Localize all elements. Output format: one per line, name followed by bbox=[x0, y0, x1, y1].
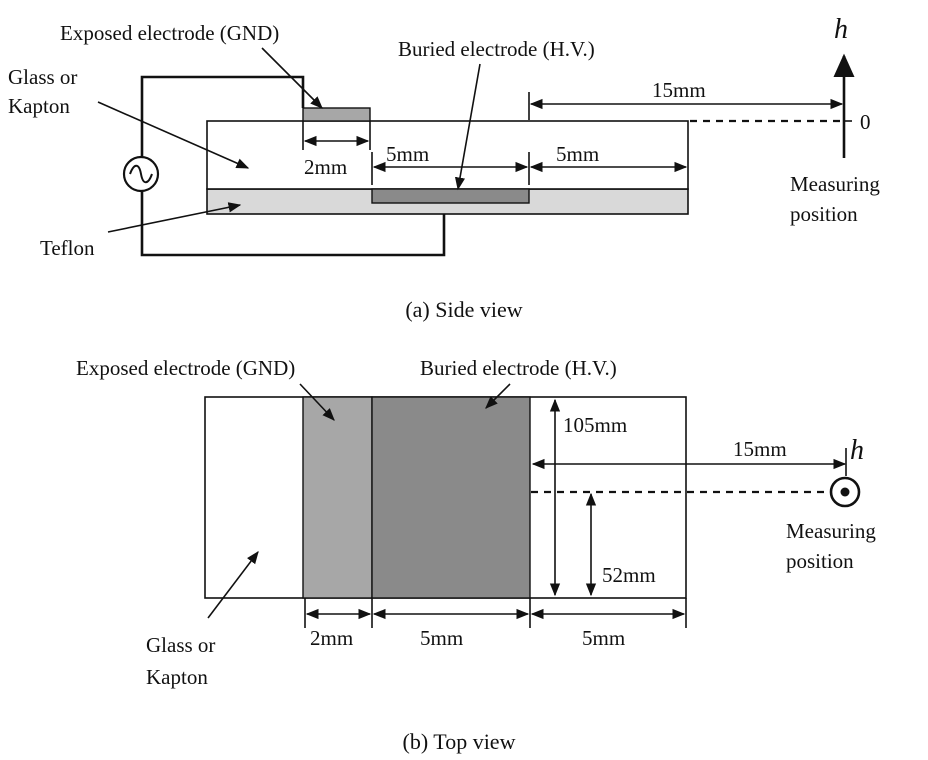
top-view: Exposed electrode (GND) Buried electrode… bbox=[76, 356, 876, 754]
dimension-label-105mm: 105mm bbox=[563, 413, 627, 437]
leader-buried-electrode bbox=[485, 383, 511, 409]
buried-electrode-label: Buried electrode (H.V.) bbox=[420, 356, 617, 380]
measuring-position-label: position bbox=[786, 549, 854, 573]
dielectric-layer bbox=[206, 120, 689, 190]
h-axis-label: h bbox=[834, 14, 848, 45]
side-view: Exposed electrode (GND) Buried electrode… bbox=[8, 14, 880, 322]
hv-wire bbox=[140, 190, 446, 257]
leader-exposed-electrode bbox=[299, 383, 335, 421]
exposed-electrode bbox=[302, 107, 371, 122]
exposed-electrode-label: Exposed electrode (GND) bbox=[76, 356, 295, 380]
buried-electrode bbox=[371, 396, 531, 599]
leader-dielectric bbox=[97, 101, 250, 169]
dimension-label-52mm: 52mm bbox=[602, 563, 656, 587]
dielectric-label: Kapton bbox=[146, 665, 208, 689]
leader-teflon bbox=[107, 202, 242, 233]
leader-dielectric bbox=[207, 550, 259, 619]
dimension-label-5mm: 5mm bbox=[386, 142, 429, 166]
dimension-label-2mm: 2mm bbox=[310, 626, 353, 650]
dot-in-circle-icon bbox=[829, 476, 861, 508]
h-axis-label: h bbox=[850, 435, 864, 466]
dimension-label-5mm: 5mm bbox=[420, 626, 463, 650]
leader-buried-electrode bbox=[454, 63, 481, 191]
dielectric-label: Kapton bbox=[8, 94, 70, 118]
dimension-label-5mm: 5mm bbox=[556, 142, 599, 166]
dimension-label-15mm: 15mm bbox=[652, 78, 706, 102]
dielectric-label: Glass or bbox=[146, 633, 215, 657]
ac-source-icon bbox=[122, 155, 160, 193]
dimension-label-2mm: 2mm bbox=[304, 155, 347, 179]
measuring-position-label: Measuring bbox=[786, 519, 876, 543]
dielectric-label: Glass or bbox=[8, 65, 77, 89]
exposed-electrode-label: Exposed electrode (GND) bbox=[60, 21, 279, 45]
ground-wire bbox=[140, 75, 305, 158]
side-view-caption: (a) Side view bbox=[405, 297, 522, 322]
buried-electrode bbox=[371, 188, 530, 204]
top-view-caption: (b) Top view bbox=[403, 729, 516, 754]
dimension-label-5mm: 5mm bbox=[582, 626, 625, 650]
dimension-label-15mm: 15mm bbox=[733, 437, 787, 461]
exposed-electrode bbox=[302, 396, 373, 599]
measuring-position-label: Measuring bbox=[790, 172, 880, 196]
measuring-position-label: position bbox=[790, 202, 858, 226]
buried-electrode-label: Buried electrode (H.V.) bbox=[398, 37, 595, 61]
zero-label: 0 bbox=[860, 110, 871, 134]
leader-exposed-electrode bbox=[261, 47, 323, 109]
teflon-label: Teflon bbox=[40, 236, 95, 260]
